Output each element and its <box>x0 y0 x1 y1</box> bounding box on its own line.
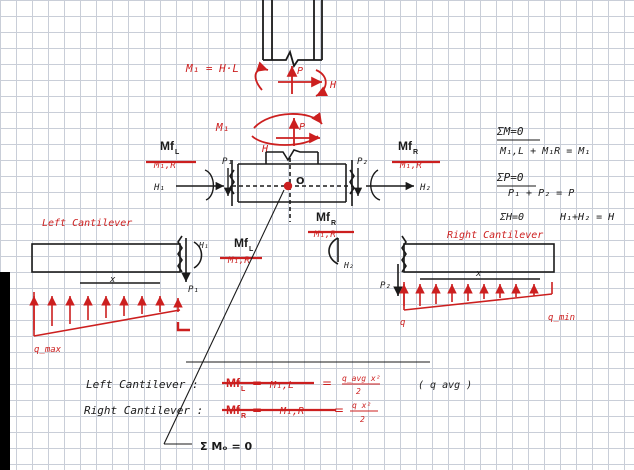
svg-text:R: R <box>331 220 336 227</box>
mid-load-arrows <box>251 112 323 146</box>
svg-text:Mf: Mf <box>316 210 331 224</box>
right-p2-label: P₂ <box>380 281 391 291</box>
svg-text:Mf: Mf <box>398 139 413 153</box>
right-h2-label: H₂ <box>343 261 354 270</box>
left-h1-label: H₁ <box>198 241 209 250</box>
label-o: O <box>296 176 305 187</box>
sum-mo-label: Σ Mₒ = 0 <box>200 440 253 453</box>
right-qmin-label: q_min <box>548 313 575 323</box>
svg-text:Left Cantilever :: Left Cantilever : <box>86 378 199 391</box>
svg-text:=: = <box>322 376 332 390</box>
svg-text:P₁ + P₂ = P: P₁ + P₂ = P <box>508 188 574 199</box>
svg-text:M₁,R: M₁,R <box>153 161 176 171</box>
svg-text:2: 2 <box>356 387 361 396</box>
svg-text:M₁,L + M₁R = M₁: M₁,L + M₁R = M₁ <box>499 146 590 157</box>
label-joint-p1: P₁ <box>222 157 233 167</box>
right-q-label: q <box>400 318 406 328</box>
mf-left-top: Mf L M₁,R <box>146 139 196 171</box>
equilibrium-equations: ΣM=0 M₁,L + M₁R = M₁ ΣP=0 P₁ + P₂ = P ΣH… <box>496 125 615 223</box>
left-end-mark <box>176 322 190 332</box>
left-x-label: x <box>109 275 116 285</box>
mf-right-mid: Mf R M₁,R <box>308 210 354 240</box>
svg-text:q x²: q x² <box>352 401 371 410</box>
label-mid-p: P <box>299 122 305 133</box>
leader-lines <box>163 189 430 445</box>
svg-text:q_avg x²: q_avg x² <box>342 374 381 383</box>
svg-text:M₁,R: M₁,R <box>279 406 304 417</box>
svg-text:=: = <box>334 403 344 417</box>
svg-text:Right Cantilever :: Right Cantilever : <box>84 404 203 417</box>
left-cantilever-beam <box>31 235 203 284</box>
svg-text:M₁,R: M₁,R <box>313 230 336 240</box>
svg-text:H₁+H₂ = H: H₁+H₂ = H <box>559 212 615 223</box>
svg-text:M₁,L: M₁,L <box>269 380 294 391</box>
label-joint-p2: P₂ <box>357 157 368 167</box>
left-distributed-load <box>29 292 183 337</box>
left-cantilever-title: Left Cantilever <box>42 218 132 229</box>
svg-text:Mf: Mf <box>160 139 175 153</box>
top-load-arrows <box>254 61 329 97</box>
svg-text:( q avg ): ( q avg ) <box>418 380 472 391</box>
svg-text:Mf: Mf <box>234 236 249 250</box>
svg-text:L: L <box>249 246 254 253</box>
right-distributed-load <box>399 282 553 311</box>
left-qmax-label: q_max <box>34 345 62 355</box>
right-cantilever-beam <box>328 235 555 296</box>
svg-text:M₁,R: M₁,R <box>227 256 250 266</box>
svg-text:L: L <box>241 386 246 393</box>
label-mid-m1: M₁ <box>215 121 229 134</box>
scan-border <box>0 272 10 470</box>
label-joint-h2: H₂ <box>419 183 431 193</box>
top-column <box>262 0 323 69</box>
svg-text:L: L <box>175 149 180 156</box>
svg-text:R: R <box>241 413 246 420</box>
svg-text:M₁,R: M₁,R <box>399 161 422 171</box>
right-x-label: x <box>475 269 482 279</box>
mf-left-mid: Mf L M₁,R <box>220 236 262 266</box>
point-o <box>283 181 293 191</box>
label-m1-eq: M₁ = H·L <box>185 62 239 75</box>
svg-text:ΣH=0: ΣH=0 <box>499 212 524 223</box>
label-mid-h: H <box>261 144 269 155</box>
label-top-p: P <box>297 66 303 77</box>
right-cantilever-title: Right Cantilever <box>447 230 543 241</box>
mf-right-top: Mf R M₁,R <box>392 139 440 171</box>
label-top-h: H <box>329 80 337 91</box>
bottom-equations: Left Cantilever : Right Cantilever : Mf … <box>84 374 472 453</box>
left-p1-label: P₁ <box>188 285 199 295</box>
svg-text:ΣP=0: ΣP=0 <box>496 171 524 184</box>
label-joint-h1: H₁ <box>153 183 165 193</box>
svg-text:2: 2 <box>360 415 365 424</box>
joint-arrows <box>176 168 414 201</box>
svg-text:ΣM=0: ΣM=0 <box>496 125 524 138</box>
svg-text:R: R <box>413 149 418 156</box>
